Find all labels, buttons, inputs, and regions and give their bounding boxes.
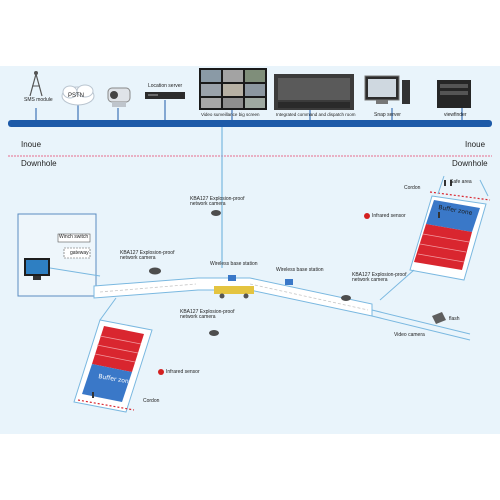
- infrared-sensor-top-label: Infrared sensor: [372, 213, 406, 219]
- cart-icon: [214, 286, 254, 299]
- gateway-label: gateway: [70, 250, 89, 256]
- infrared-sensor-bottom-label: Infrared sensor: [166, 369, 200, 375]
- winch-switch-label: Winch switch: [59, 234, 89, 240]
- infrared-sensor-top-dot: [364, 213, 370, 219]
- inoue-left-label: Inoue: [21, 140, 42, 149]
- dome-camera-icon: [149, 267, 161, 275]
- snap-server-label: Snap server: [374, 112, 401, 118]
- cordon-bottom-label: Cordon: [143, 398, 160, 404]
- camera-right-label: KBA127 Explosion-proof network camera: [352, 272, 407, 283]
- network-bus: [8, 120, 492, 127]
- video-wall-icon: [199, 68, 267, 110]
- viewfinder-label: viewfinder: [444, 112, 467, 118]
- command-room-label: Integrated command and dispatch room: [276, 112, 356, 117]
- right-shaft: [379, 175, 491, 301]
- pc-icon: [364, 75, 410, 104]
- video-wall-label: Video surveillance big screen: [201, 112, 260, 117]
- dome-camera-icon: [209, 330, 219, 336]
- wireless-station-1-label: Wireless base station: [210, 261, 258, 267]
- downhole-left-label: Downhole: [21, 159, 57, 168]
- location-server-label: Location server: [148, 83, 183, 89]
- wireless-station-2-label: Wireless base station: [276, 267, 324, 273]
- flash-label: flash: [449, 316, 460, 322]
- inoue-right-label: Inoue: [465, 140, 486, 149]
- rack-server-icon: [145, 92, 185, 99]
- bus-drops: [35, 100, 463, 120]
- tower-server-icon: [437, 80, 471, 108]
- ptz-camera-icon: [107, 87, 131, 107]
- pstn-label: PSTN: [68, 93, 85, 99]
- left-shaft: [73, 297, 153, 413]
- video-camera-label: Video camera: [394, 332, 425, 338]
- dome-camera-icon: [341, 295, 351, 301]
- control-box: [17, 213, 97, 297]
- wireless-station-icon: [228, 275, 236, 281]
- sms-module-label: SMS module: [24, 97, 53, 103]
- downhole-right-label: Downhole: [452, 159, 488, 168]
- safe-area-label: Safe area: [450, 179, 472, 185]
- camera-left-label: KBA127 Explosion-proof network camera: [120, 250, 175, 261]
- dome-camera-icon: [211, 210, 221, 216]
- camera-mid-label: KBA127 Explosion-proof network camera: [180, 309, 235, 320]
- flash-icon: [432, 312, 446, 324]
- infrared-sensor-bottom-dot: [158, 369, 164, 375]
- person-icon: [92, 180, 452, 398]
- antenna-icon: [29, 71, 43, 97]
- pstn-cloud: [61, 84, 95, 106]
- tunnel-roadway: [93, 277, 471, 341]
- wireless-station-icon: [285, 279, 293, 285]
- monitor-icon: [24, 258, 50, 280]
- camera-top-label: KBA127 Explosion-proof network camera: [190, 196, 245, 207]
- cordon-top-label: Cordon: [404, 185, 421, 191]
- console-icon: [274, 74, 354, 110]
